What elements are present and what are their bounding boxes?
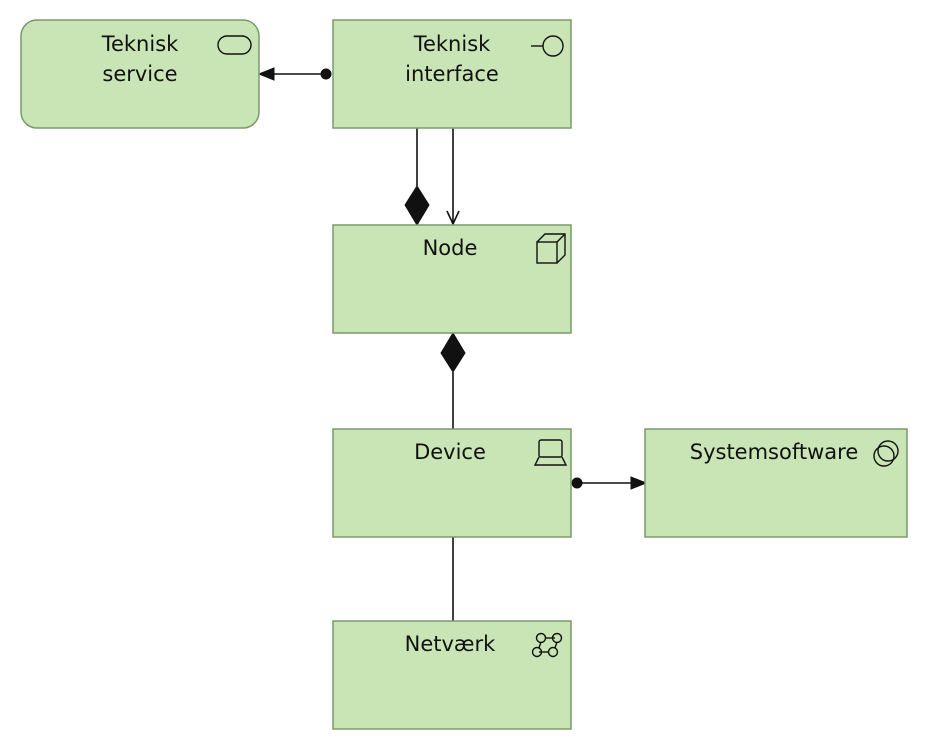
device-laptop-icon (533, 439, 568, 466)
systemsoftware-label: Systemsoftware (690, 440, 859, 464)
node-netvaerk[interactable]: Netværk (332, 620, 572, 730)
edge-interface-to-service (257, 67, 332, 81)
service-icon (217, 35, 252, 55)
network-icon (531, 632, 563, 658)
node-label: Node (423, 236, 478, 260)
node-teknisk-service[interactable]: Teknisk service (20, 19, 260, 129)
edge-interface-serves-node (446, 128, 460, 226)
node-device[interactable]: Device (332, 428, 572, 538)
edge-node-composes-interface (404, 128, 430, 226)
system-software-icon (873, 440, 899, 467)
edge-device-to-systemsoftware (571, 476, 648, 490)
node-node[interactable]: Node (332, 224, 572, 334)
teknisk-service-label-2: service (102, 62, 177, 86)
teknisk-interface-label-2: interface (405, 62, 499, 86)
edge-node-composes-device (440, 332, 466, 429)
node-teknisk-interface[interactable]: Teknisk interface (332, 19, 572, 129)
teknisk-interface-label-1: Teknisk (413, 32, 491, 56)
interface-icon (531, 35, 564, 57)
netvaerk-label: Netværk (405, 632, 497, 656)
device-label: Device (414, 440, 486, 464)
node-cube-icon (536, 233, 566, 264)
node-systemsoftware[interactable]: Systemsoftware (644, 428, 908, 538)
teknisk-service-label-1: Teknisk (101, 32, 179, 56)
